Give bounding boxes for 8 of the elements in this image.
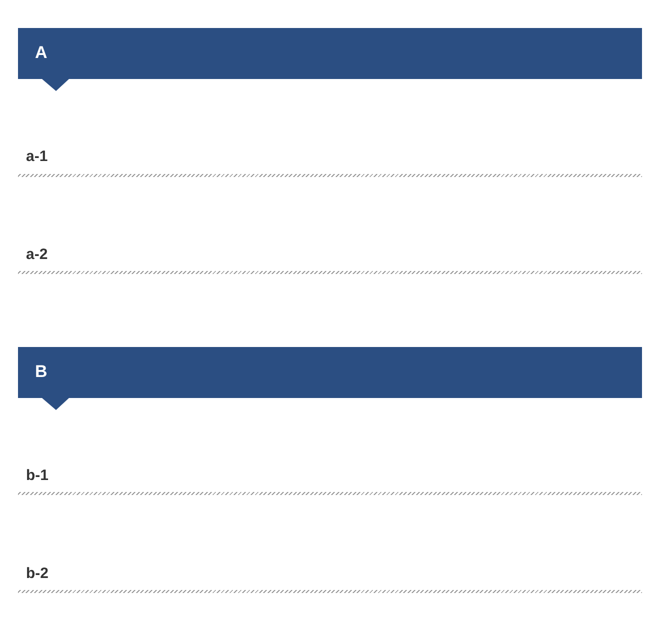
section-title: A (35, 43, 48, 63)
subsection-heading: b-1 (26, 467, 48, 485)
section-title: B (35, 362, 48, 382)
section-header-bar (18, 347, 642, 410)
section-header-bar (18, 28, 642, 91)
subsection-heading: b-2 (26, 565, 48, 583)
subsection-heading: a-1 (26, 148, 48, 166)
subsection-heading: a-2 (26, 246, 48, 264)
